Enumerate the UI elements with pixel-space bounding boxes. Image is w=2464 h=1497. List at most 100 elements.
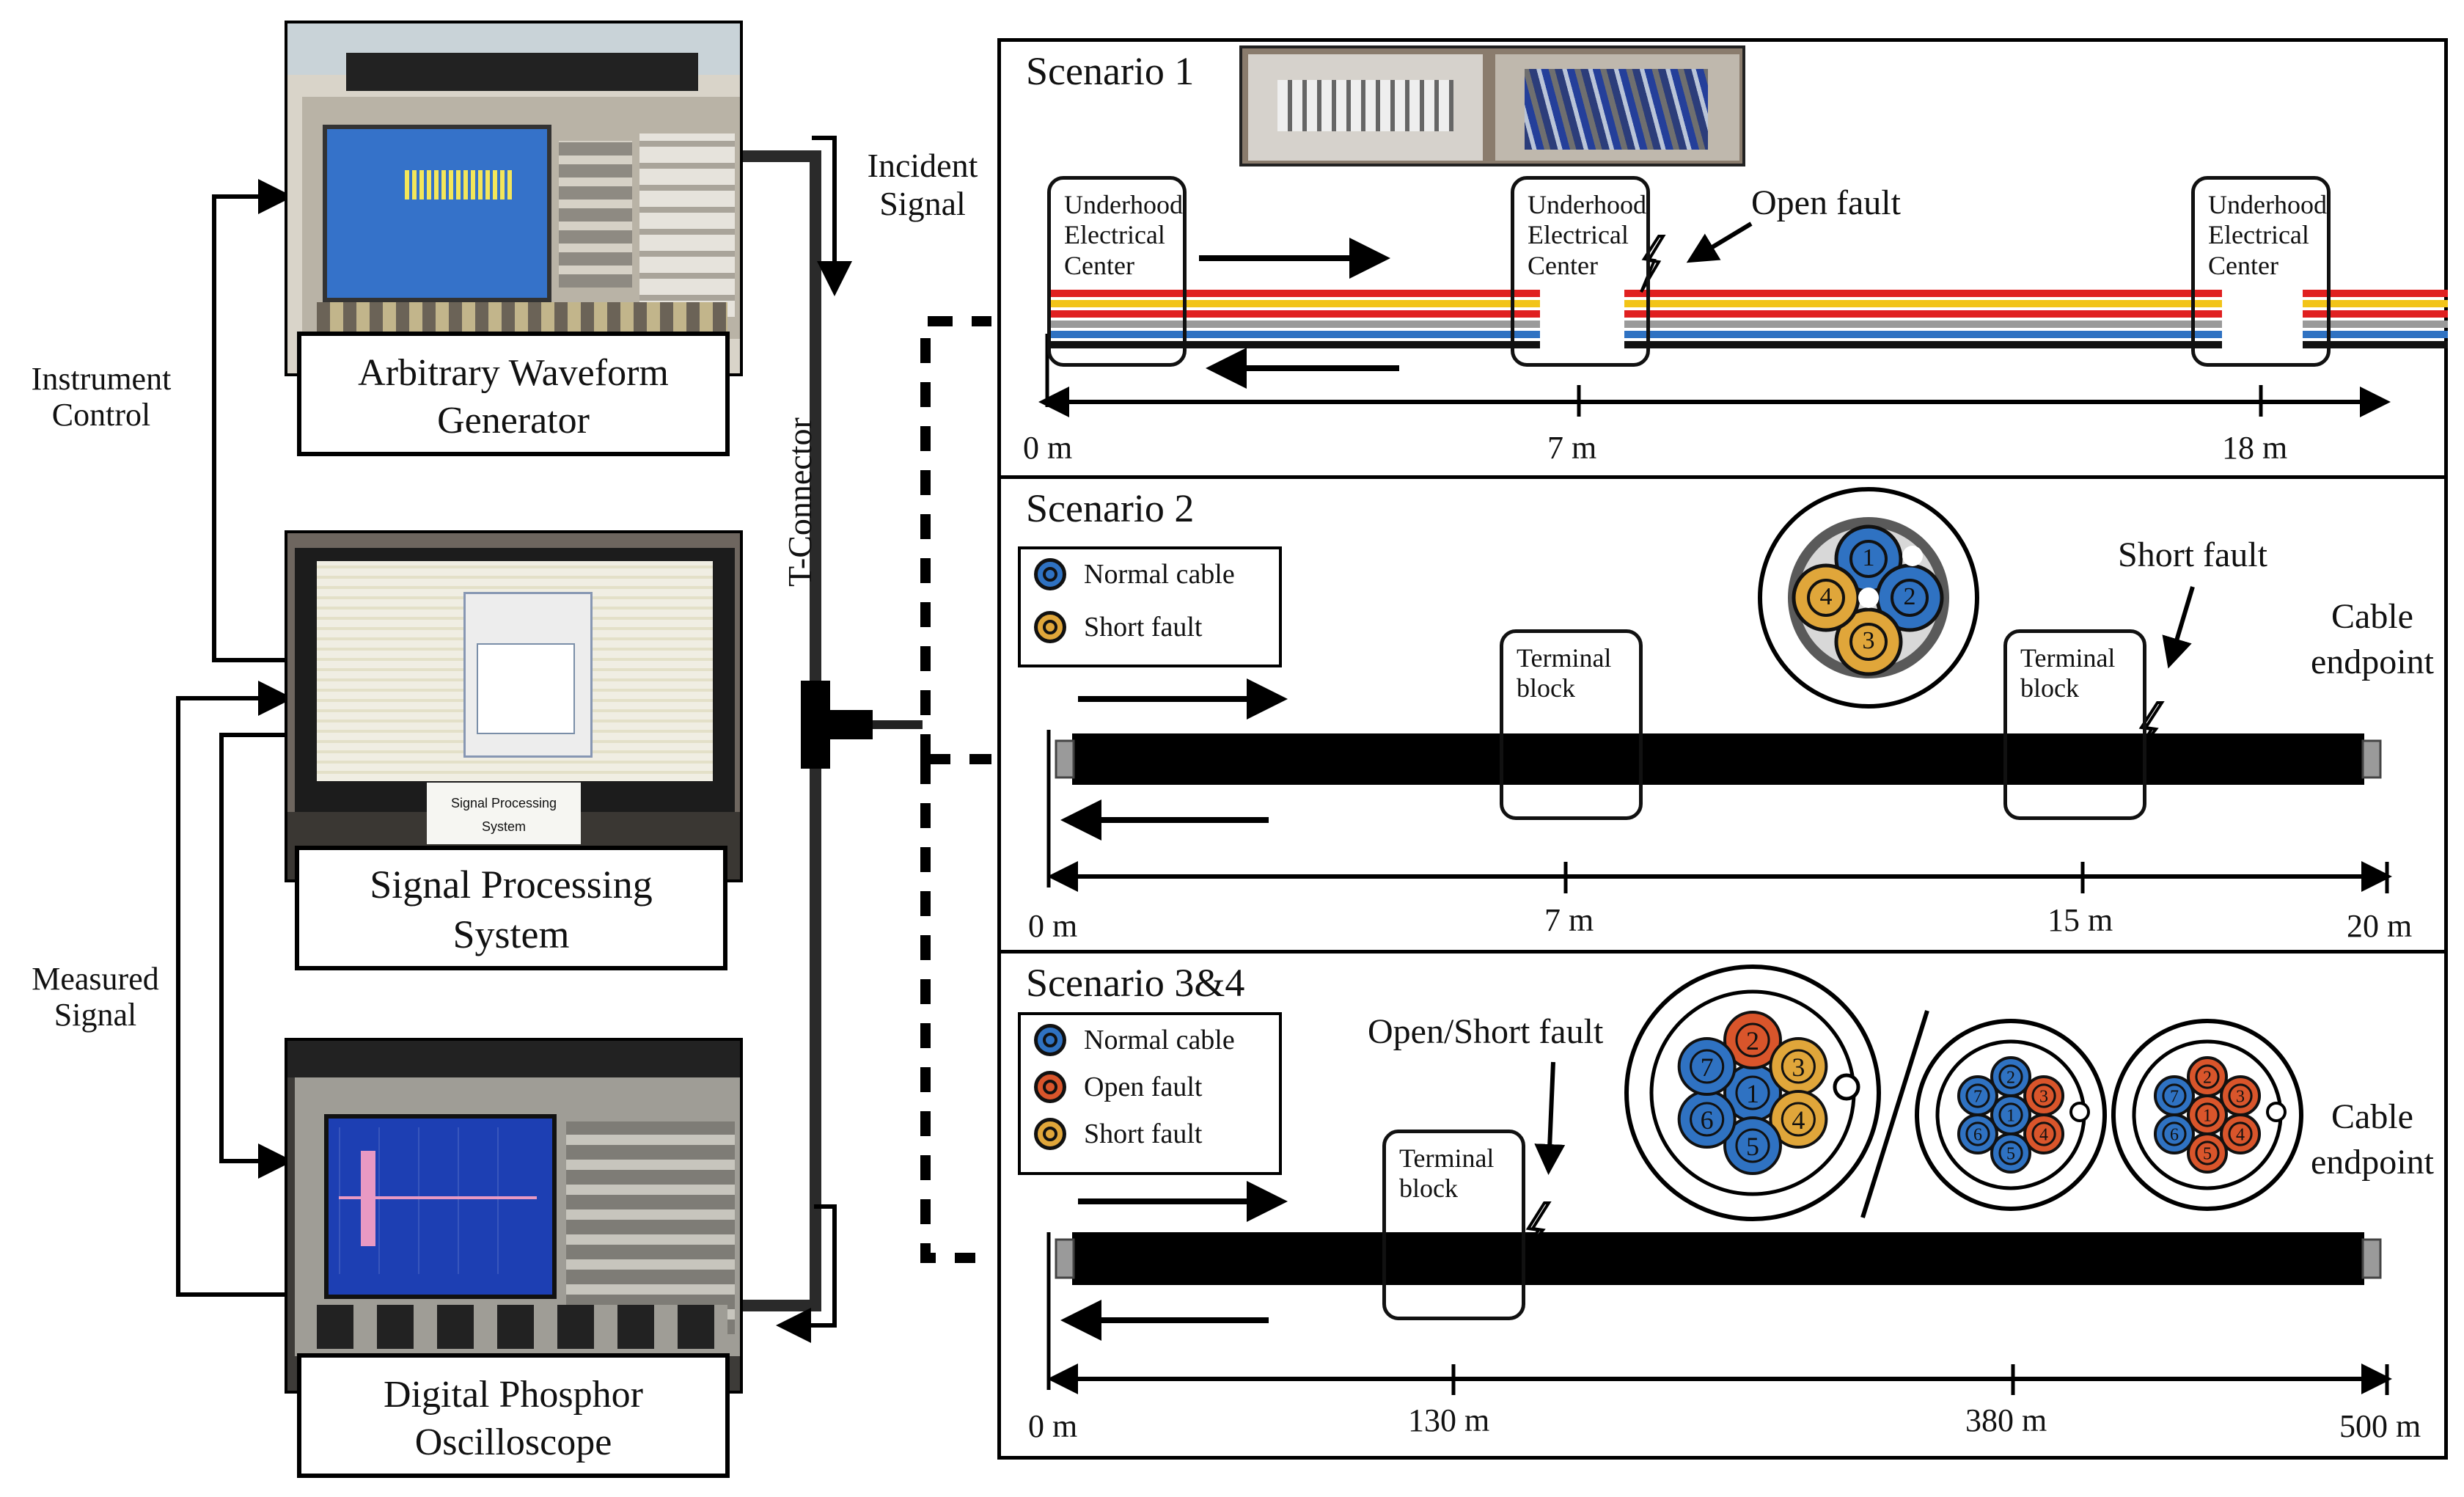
- sps-label: Signal Processing System: [370, 863, 653, 956]
- scenario34-b-core-label-3: 3: [2236, 1088, 2245, 1107]
- scenario1-wire-0-4: [1047, 331, 1540, 338]
- scenario34-a-core-ring-2: [1998, 1064, 2023, 1089]
- scenario34-a-core-label-2: 2: [2006, 1069, 2015, 1088]
- dpo-probes: [317, 1305, 727, 1349]
- scenario34-fault-label: Open/Short fault: [1368, 1012, 1604, 1051]
- scenario34-a-core-2: [1990, 1056, 2031, 1097]
- scenario34-main-core-2: [1723, 1011, 1782, 1069]
- scenario34-a-core-label-3: 3: [2039, 1088, 2048, 1107]
- scenario1-tick-label-2: 18 m: [2222, 430, 2288, 466]
- scenario2-tick-label-1: 7 m: [1544, 902, 1594, 938]
- dpo-top: [287, 1041, 740, 1077]
- scenario34-b-core-ring-4: [2228, 1121, 2253, 1146]
- scenario34-main-core-ring-5: [1735, 1128, 1770, 1163]
- scenario34-b-core-ring-6: [2162, 1121, 2187, 1146]
- scenario2-cable-plug-right: [2361, 739, 2382, 779]
- scenario34-main-core-ring-6: [1690, 1102, 1725, 1137]
- instrument-control-line: [212, 179, 293, 662]
- scenario34-b-core-4: [2220, 1113, 2262, 1154]
- scenario34-b-core-label-2: 2: [2203, 1069, 2212, 1088]
- scenario1-uec-3-label: Underhood Electrical Center: [2208, 190, 2327, 280]
- scenario34-b-core-label-7: 7: [2170, 1088, 2179, 1107]
- scenario34-main-core-5: [1723, 1116, 1782, 1175]
- scenario1-fault-pointer: [1686, 222, 1753, 263]
- scenario2-core-label-4: 4: [1819, 583, 1833, 610]
- scenario34-a-core-4: [2023, 1113, 2065, 1154]
- scenario34-main-core-7: [1677, 1037, 1737, 1096]
- sps-label-box: Signal Processing System: [295, 846, 727, 970]
- scenario2-cable: [1072, 733, 2364, 785]
- normal-cable-swatch: [1034, 558, 1066, 590]
- scenario34-main-core-ring-4: [1781, 1102, 1816, 1137]
- scenario34-fault-bolt: [1521, 1201, 1552, 1257]
- scenario34-a-core-label-4: 4: [2039, 1126, 2048, 1145]
- awg-keypad: [639, 133, 735, 317]
- awg-screen: [323, 125, 551, 302]
- scenario1-wire-1-2: [1624, 310, 2222, 318]
- scenario34-a-core-ring-4: [2031, 1121, 2056, 1146]
- scenario1-uec-1-label: Underhood Electrical Center: [1064, 190, 1183, 280]
- scenario34-a-core-ring-1: [1998, 1102, 2023, 1127]
- scenario2-legend-short: Short fault: [1084, 612, 1203, 643]
- scenario34-tick-label-2: 380 m: [1965, 1402, 2047, 1438]
- t-connector-stub: [827, 710, 873, 739]
- incident-signal-label: Incident Signal: [867, 147, 978, 222]
- scenario1-wire-0-2: [1047, 310, 1540, 318]
- scenario1-wire-0-3: [1047, 321, 1540, 328]
- scenario34-a-core-label-7: 7: [1973, 1088, 1982, 1107]
- scenario34-b-core-label-6: 6: [2170, 1126, 2179, 1145]
- scenario1-wire-0-0: [1047, 290, 1540, 297]
- scenario2-endpoint-label: Cable endpoint: [2311, 597, 2434, 682]
- scenario2-legend-normal: Normal cable: [1084, 559, 1235, 590]
- scenario1-uec-2-label: Underhood Electrical Center: [1528, 190, 1646, 280]
- scenario34-main-core-ring-2: [1735, 1022, 1770, 1058]
- scenario34-b-core-label-5: 5: [2203, 1145, 2212, 1164]
- scenario34-a-core-ring-7: [1965, 1083, 1990, 1108]
- scenario1-tick-label-1: 7 m: [1547, 430, 1597, 466]
- sps-photo: Signal Processing System: [285, 530, 743, 882]
- scenario1-photo-connector-wires: [1495, 54, 1739, 161]
- scenario1-title: Scenario 1: [1026, 49, 1195, 93]
- scenario34-b-core-ring-1: [2195, 1102, 2220, 1127]
- scenario34-b-core-label-1: 1: [2203, 1107, 2212, 1126]
- scenario34-legend-normal: Normal cable: [1084, 1025, 1235, 1055]
- scenario1-wire-1-3: [1624, 321, 2222, 328]
- scenario2-legend: Normal cable Short fault: [1018, 546, 1282, 667]
- scenario1-photos: [1239, 45, 1745, 166]
- dpo-label-box: Digital Phosphor Oscilloscope: [297, 1353, 730, 1478]
- scenario2-terminal-1-label: Terminal block: [1517, 643, 1612, 703]
- measured-signal-outer-line: [176, 681, 293, 1297]
- short-fault-swatch-34: [1034, 1118, 1066, 1150]
- scenario2-title: Scenario 2: [1026, 486, 1195, 530]
- scenario34-b-core-ring-3: [2228, 1083, 2253, 1108]
- scenario1-wire-2-3: [2303, 321, 2448, 328]
- awg-connectors: [317, 302, 727, 332]
- scenario34-cable: [1072, 1232, 2364, 1285]
- measured-signal-label: Measured Signal: [32, 961, 159, 1033]
- scenario34-a-core-ring-6: [1965, 1121, 1990, 1146]
- scenario34-b-core-2: [2187, 1056, 2228, 1097]
- scenario2-cable-plug-left: [1055, 739, 1075, 779]
- scenario2-cross-section: [1758, 487, 1979, 709]
- dashed-route-3: [920, 759, 975, 1263]
- scenario2-fault-pointer: [2162, 586, 2195, 669]
- awg-photo: [285, 21, 743, 376]
- scenario34-b-core-5: [2187, 1132, 2228, 1174]
- scenario34-main-core-4: [1769, 1090, 1828, 1149]
- scenario2-tick-label-0: 0 m: [1028, 908, 1078, 944]
- scenario34-cable-plug-left: [1055, 1238, 1075, 1279]
- scenario34-b-core-ring-5: [2195, 1141, 2220, 1165]
- scenario34-a-core-5: [1990, 1132, 2031, 1174]
- scenario34-main-core-ring-1: [1735, 1075, 1770, 1110]
- scenario1-tick-label-0: 0 m: [1023, 430, 1073, 466]
- incident-arrow: [812, 136, 852, 296]
- scenario34-main-core-label-2: 2: [1746, 1026, 1759, 1055]
- awg-label-box: Arbitrary Waveform Generator: [297, 332, 730, 456]
- scenario1-wire-1-0: [1624, 290, 2222, 297]
- scenario1-wire-2-1: [2303, 300, 2448, 307]
- scenario2-tick-label-3: 20 m: [2347, 908, 2413, 944]
